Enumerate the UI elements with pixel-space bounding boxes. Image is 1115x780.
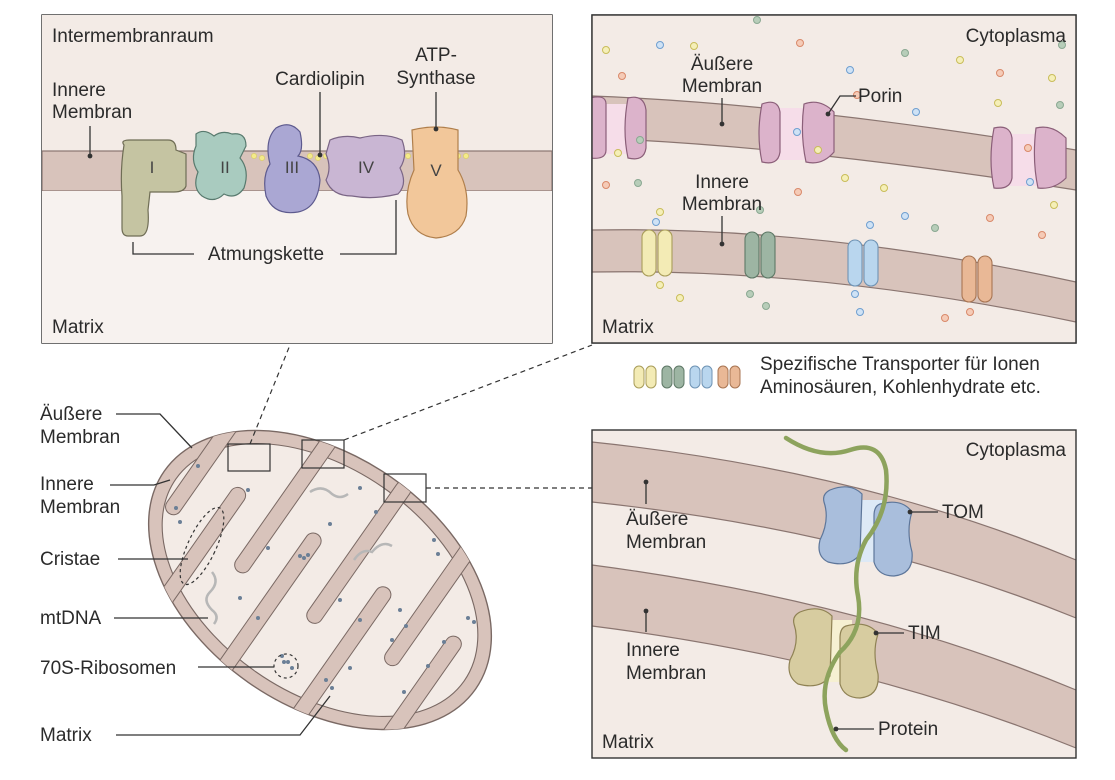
protein-label: Protein — [878, 719, 938, 740]
legend-text-line1: Spezifische Transporter für Ionen — [760, 354, 1040, 375]
leader-dot — [907, 509, 913, 515]
mitochondrion-overview: Äußere Membran Innere Membran Cristae mt… — [40, 344, 593, 755]
zoom-box-respiratory — [227, 443, 271, 472]
ribosome-highlight — [273, 653, 299, 679]
tim-label: TIM — [908, 623, 941, 644]
complex-I — [120, 139, 187, 237]
matrix-region — [42, 191, 552, 343]
mtdna-loop — [309, 487, 349, 499]
transporter-orange — [961, 255, 993, 303]
transporter-legend: Spezifische Transporter für Ionen Aminos… — [633, 354, 1041, 398]
mtdna-label: mtDNA — [40, 608, 102, 629]
complex-I-label: I — [150, 158, 155, 177]
transporter-blue — [847, 239, 879, 287]
porin-channel — [758, 101, 835, 164]
leader-dot — [873, 630, 879, 636]
porin-channel — [990, 126, 1067, 189]
legend-text-line2: Aminosäuren, Kohlenhydrate etc. — [760, 377, 1041, 398]
inner-membrane-label-line1: Innere — [52, 80, 106, 101]
transporter-yellow — [641, 229, 673, 277]
porin-leader — [827, 95, 856, 115]
inner-membrane-label-line2: Membran — [52, 102, 132, 123]
cristae — [140, 388, 484, 755]
leader-dot — [719, 121, 725, 127]
zoom-box-transporter — [301, 439, 345, 469]
leader-dot — [433, 126, 439, 132]
mtdna-loop — [205, 571, 218, 625]
legend-swatch-green — [661, 365, 685, 389]
complex-IV-label: IV — [358, 158, 375, 177]
tom-label: TOM — [942, 502, 984, 523]
outer-membrane-label-line2: Membran — [682, 76, 762, 97]
chain-bracket-right — [340, 200, 397, 255]
porin-label: Porin — [858, 86, 902, 107]
complex-V — [406, 126, 468, 239]
porin-channel — [592, 96, 647, 160]
inner-membrane-label-line1: Innere — [40, 474, 94, 495]
complex-II — [192, 130, 247, 201]
outer-membrane-label-line2: Membran — [626, 532, 706, 553]
chain-bracket-left — [132, 242, 194, 255]
inner-membrane-leader — [110, 479, 171, 486]
ribosomes-label: 70S-Ribosomen — [40, 658, 176, 679]
outer-membrane-label-line1: Äußere — [691, 54, 753, 75]
matrix-label: Matrix — [602, 317, 654, 338]
leader-dot — [719, 241, 725, 247]
leader-dot — [87, 153, 93, 159]
connector-respiratory — [249, 344, 291, 445]
leader-dot — [825, 111, 831, 117]
cytoplasm-label: Cytoplasma — [966, 26, 1067, 47]
intermembrane-label: Intermembranraum — [52, 26, 214, 47]
complex-II-label: II — [220, 158, 229, 177]
cardiolipin-label: Cardiolipin — [275, 69, 365, 90]
inner-membrane-label-line2: Membran — [40, 497, 120, 518]
protein-chain — [783, 435, 889, 753]
cristae-highlight — [179, 506, 225, 586]
transporter-green — [744, 231, 776, 279]
complex-IV — [325, 134, 406, 199]
legend-swatch-blue — [689, 365, 713, 389]
panel-border — [591, 14, 1077, 344]
respiratory-chain-label: Atmungskette — [208, 244, 324, 265]
mtdna-loop — [352, 542, 393, 561]
atp-synthase-label-line1: ATP- — [415, 45, 457, 66]
legend-swatch-orange — [717, 365, 741, 389]
outer-membrane-label-line1: Äußere — [626, 509, 688, 530]
cristae-label: Cristae — [40, 549, 100, 570]
complex-III — [264, 124, 321, 214]
complex-III-label: III — [285, 158, 299, 177]
inner-membrane-label-line2: Membran — [682, 194, 762, 215]
outer-membrane-label-line1: Äußere — [40, 404, 102, 425]
outer-membrane-leader — [116, 413, 193, 449]
atp-synthase-label-line2: Synthase — [396, 68, 475, 89]
tom-complex — [818, 486, 913, 577]
matrix-label: Matrix — [40, 725, 92, 746]
respiratory-chain-panel: I II III IV V Intermembranraum Innere Me… — [41, 14, 553, 344]
connector-transporter — [343, 344, 593, 441]
inner-membrane-label-line1: Innere — [695, 172, 749, 193]
ribosome-dots — [174, 464, 476, 694]
inner-membrane-label-line1: Innere — [626, 640, 680, 661]
transporter-panel: Cytoplasma Äußere Membran Porin Innere M… — [591, 14, 1077, 344]
matrix-label: Matrix — [52, 317, 104, 338]
small-molecules — [602, 16, 1066, 322]
matrix-label: Matrix — [602, 732, 654, 753]
legend-swatch-yellow — [633, 365, 657, 389]
protein-import-panel: Cytoplasma Äußere Membran Innere Membran… — [591, 429, 1077, 759]
inner-membrane-label-line2: Membran — [626, 663, 706, 684]
complex-V-label: V — [430, 161, 442, 180]
leader-dot — [833, 726, 839, 732]
cytoplasm-label: Cytoplasma — [966, 440, 1067, 461]
leader-dot — [317, 152, 323, 158]
outer-membrane-label-line2: Membran — [40, 427, 120, 448]
matrix-leader — [116, 695, 331, 736]
panel-border — [591, 429, 1077, 759]
